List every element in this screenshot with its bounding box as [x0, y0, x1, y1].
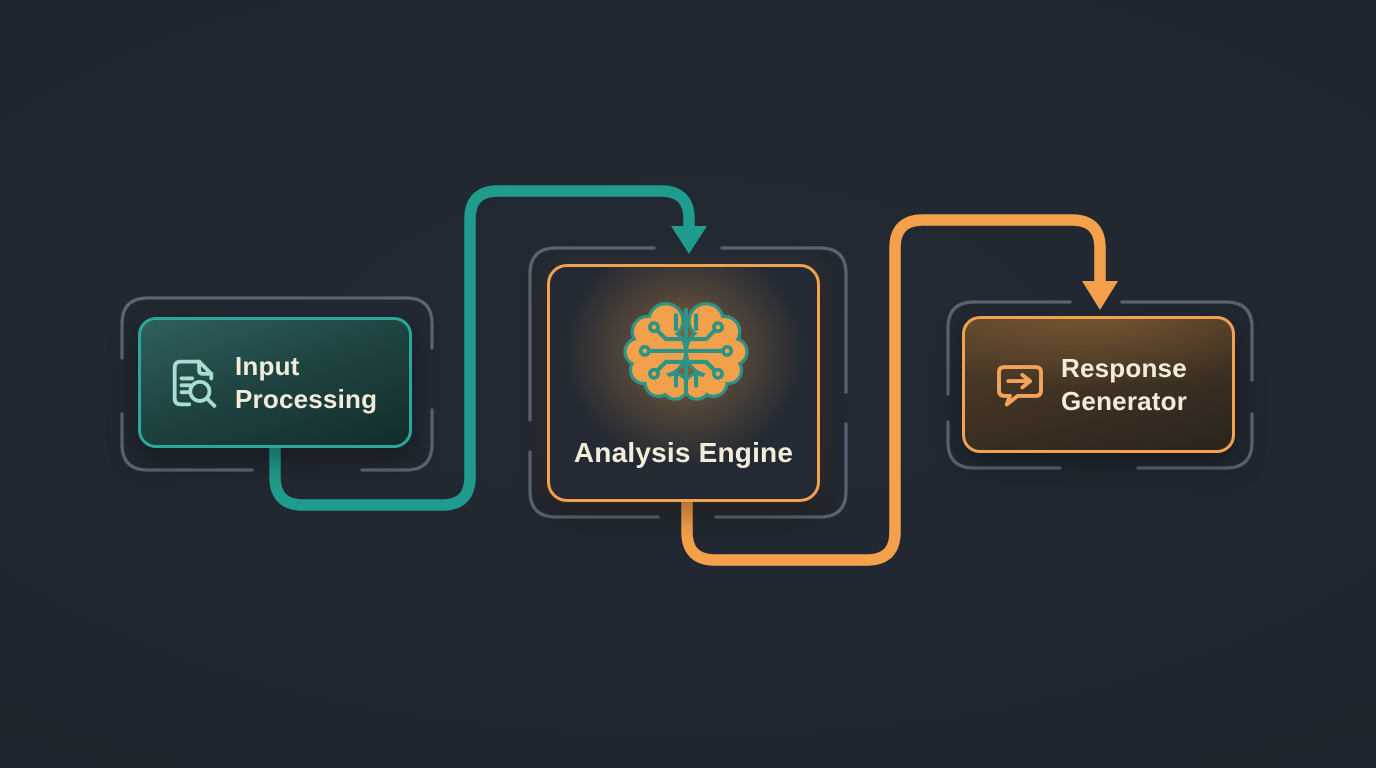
frame-input-processing — [120, 296, 434, 472]
node-label: Analysis Engine — [573, 437, 794, 468]
circuit-brain-icon — [623, 302, 749, 401]
frame-response-generator — [946, 300, 1254, 470]
chat-forward-icon — [997, 364, 1043, 406]
document-search-icon — [172, 359, 217, 408]
frame-analysis-engine — [528, 246, 848, 519]
connector-analysis-to-response — [681, 214, 1118, 566]
node-response-generator: Response Generator — [962, 316, 1235, 453]
node-label: Input Processing — [235, 350, 378, 414]
connector-input-to-analysis — [269, 185, 707, 511]
arrowhead-down-icon — [1082, 281, 1118, 310]
node-analysis-engine: Analysis Engine — [547, 264, 820, 502]
node-input-processing: Input Processing — [138, 317, 412, 448]
node-label: Response Generator — [1061, 352, 1188, 416]
arrowhead-down-icon — [671, 226, 707, 254]
